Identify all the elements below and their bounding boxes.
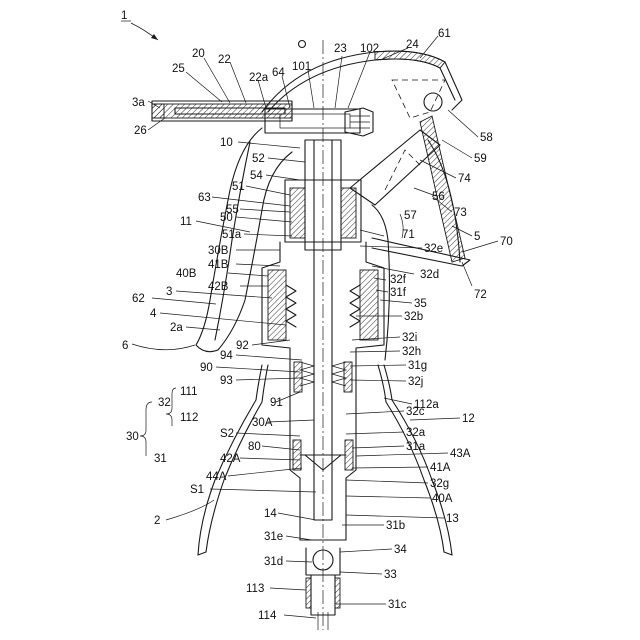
label-80: 80 xyxy=(248,441,261,453)
label-59: 59 xyxy=(474,153,487,165)
label-20: 20 xyxy=(192,48,205,60)
label-32: 32 xyxy=(158,397,171,409)
label-32h: 32h xyxy=(402,346,421,358)
nozzle-assembly xyxy=(152,101,373,136)
trigger-lever xyxy=(350,116,470,266)
label-S1: S1 xyxy=(190,484,204,496)
figure-number: 1 xyxy=(121,10,158,40)
label-43A: 43A xyxy=(450,448,471,460)
label-52: 52 xyxy=(252,153,265,165)
label-32j: 32j xyxy=(408,376,423,388)
label-114: 114 xyxy=(258,610,277,622)
label-12: 12 xyxy=(462,413,475,425)
label-51a: 51a xyxy=(222,229,242,241)
axis-o-label xyxy=(299,41,306,48)
label-64: 64 xyxy=(272,67,285,79)
leader-lines xyxy=(132,36,498,618)
label-102: 102 xyxy=(360,43,379,55)
label-31d: 31d xyxy=(264,556,283,568)
label-22: 22 xyxy=(218,54,231,66)
label-32i: 32i xyxy=(402,332,417,344)
label-3: 3 xyxy=(166,286,172,298)
label-2a: 2a xyxy=(170,322,183,334)
label-72: 72 xyxy=(474,289,487,301)
label-71: 71 xyxy=(402,229,415,241)
label-113: 113 xyxy=(246,583,264,595)
label-32f: 32f xyxy=(390,274,407,286)
label-30: 30 xyxy=(126,431,139,443)
label-112: 112 xyxy=(180,412,198,424)
label-44A: 44A xyxy=(206,471,227,483)
label-90: 90 xyxy=(200,362,213,374)
label-30B: 30B xyxy=(208,245,229,257)
label-92: 92 xyxy=(236,340,249,352)
label-13: 13 xyxy=(446,513,459,525)
label-56: 56 xyxy=(432,191,445,203)
label-22a: 22a xyxy=(249,72,269,84)
label-32e: 32e xyxy=(424,243,443,255)
label-S2: S2 xyxy=(220,428,234,440)
label-23: 23 xyxy=(334,43,347,55)
label-50: 50 xyxy=(220,212,233,224)
label-30A: 30A xyxy=(252,417,273,429)
label-91: 91 xyxy=(270,397,283,409)
label-42A: 42A xyxy=(220,453,241,465)
label-61: 61 xyxy=(438,28,451,40)
label-4: 4 xyxy=(150,308,157,320)
label-58: 58 xyxy=(480,132,493,144)
label-111: 111 xyxy=(180,386,197,398)
label-32a: 32a xyxy=(406,427,426,439)
label-70: 70 xyxy=(500,236,513,248)
label-63: 63 xyxy=(198,192,211,204)
label-73: 73 xyxy=(454,207,467,219)
label-25: 25 xyxy=(172,63,185,75)
label-5: 5 xyxy=(474,231,480,243)
label-6: 6 xyxy=(122,340,128,352)
label-10: 10 xyxy=(220,137,233,149)
label-41B: 41B xyxy=(208,259,229,271)
label-93: 93 xyxy=(220,375,233,387)
label-57: 57 xyxy=(404,210,417,222)
label-31f: 31f xyxy=(390,287,407,299)
label-40A: 40A xyxy=(432,493,453,505)
label-42B: 42B xyxy=(208,281,229,293)
label-94: 94 xyxy=(220,350,233,362)
label-31g: 31g xyxy=(408,360,427,372)
label-31a: 31a xyxy=(406,441,426,453)
label-54: 54 xyxy=(250,170,263,182)
label-74: 74 xyxy=(458,173,471,185)
label-32d: 32d xyxy=(420,269,439,281)
label-32c: 32c xyxy=(406,406,425,418)
label-31c: 31c xyxy=(388,599,407,611)
label-3a: 3a xyxy=(132,97,145,109)
label-33: 33 xyxy=(384,569,397,581)
label-101: 101 xyxy=(292,61,311,73)
label-31b: 31b xyxy=(386,520,405,532)
label-51: 51 xyxy=(232,181,245,193)
label-14: 14 xyxy=(264,508,277,520)
label-62: 62 xyxy=(132,293,145,305)
label-35: 35 xyxy=(414,298,427,310)
label-24: 24 xyxy=(406,39,419,51)
label-11: 11 xyxy=(180,216,192,228)
label-31e: 31e xyxy=(264,531,283,543)
label-41A: 41A xyxy=(430,462,451,474)
label-32g: 32g xyxy=(430,478,449,490)
label-26: 26 xyxy=(134,125,147,137)
label-31: 31 xyxy=(154,453,167,465)
label-40B: 40B xyxy=(176,268,197,280)
label-2: 2 xyxy=(154,515,160,527)
svg-text:1: 1 xyxy=(121,10,127,22)
label-32b: 32b xyxy=(404,311,423,323)
label-34: 34 xyxy=(394,544,407,556)
